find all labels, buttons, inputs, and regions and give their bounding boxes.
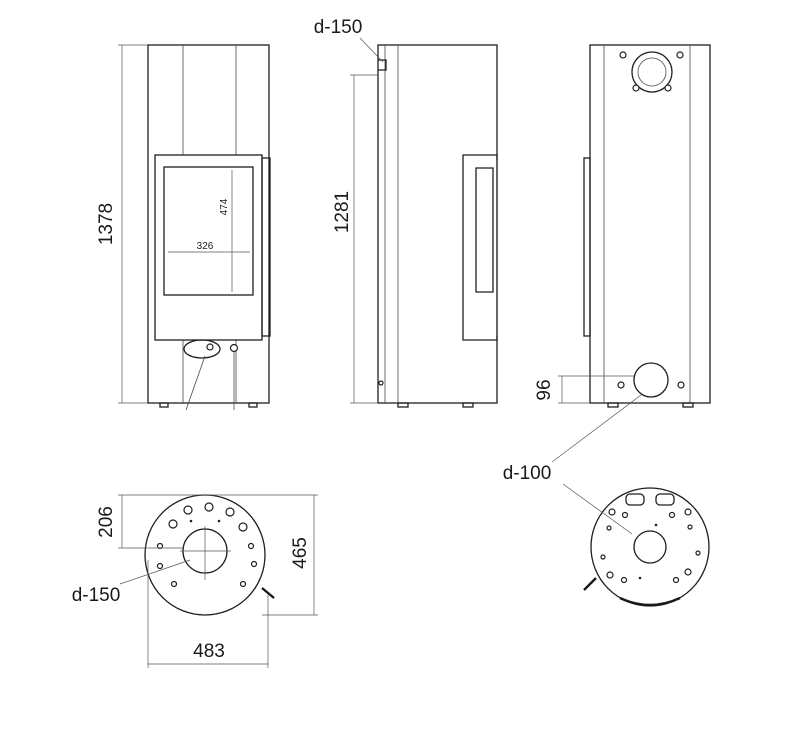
- bottom-view-body: [590, 487, 710, 607]
- bottom-view: [562, 483, 710, 607]
- top-offset-label: 206: [96, 506, 117, 538]
- top-view: [118, 494, 318, 668]
- front-view: [118, 44, 271, 411]
- rear-outlet-diameter-label: d-100: [503, 463, 552, 484]
- top-outlet-pointer: [119, 559, 191, 585]
- bottom-outlet-pointer: [562, 483, 633, 535]
- rear-top-outlet: [631, 51, 673, 93]
- side-body-outline: [377, 44, 498, 404]
- rear-body-outline: [589, 44, 711, 404]
- total-height-label: 1378: [96, 203, 117, 245]
- rear-outlet-pointer: [551, 394, 642, 463]
- outlet-height-label: 1281: [332, 191, 353, 233]
- side-outlet-pointer: [359, 37, 384, 63]
- front-door-handle: [261, 157, 271, 337]
- top-width-label: 483: [193, 641, 225, 662]
- rear-view: [551, 44, 711, 463]
- front-body-outline: [147, 44, 270, 404]
- top-view-outlet-diameter-label: d-150: [72, 585, 121, 606]
- top-outlet-diameter-label: d-150: [314, 17, 363, 38]
- top-depth-label: 465: [290, 537, 311, 569]
- rear-bottom-outlet: [633, 362, 669, 398]
- door-width-label: 326: [197, 241, 214, 252]
- door-height-label: 474: [219, 198, 230, 215]
- rear-outlet-height-label: 96: [534, 379, 555, 400]
- side-view: [350, 37, 498, 408]
- bottom-view-outlet: [633, 530, 667, 564]
- front-glass: [163, 166, 254, 296]
